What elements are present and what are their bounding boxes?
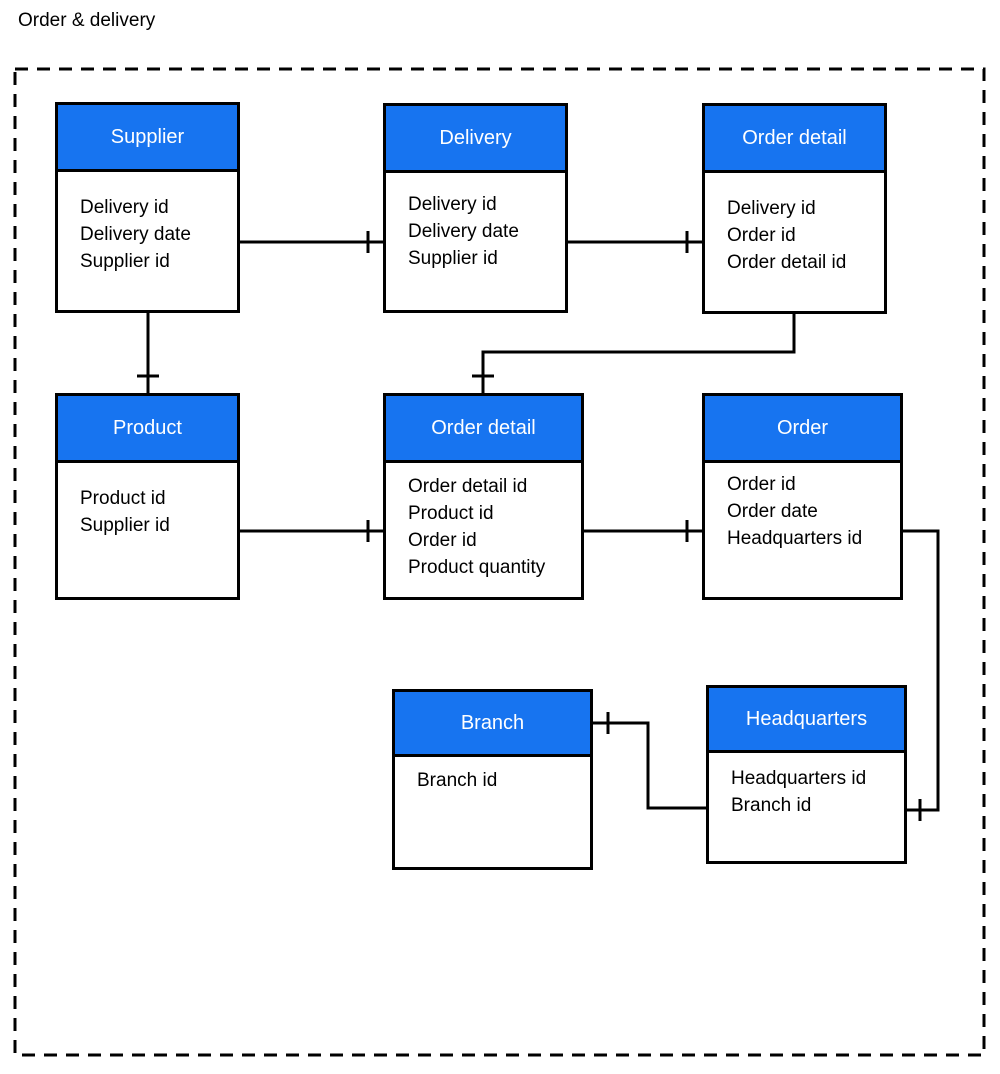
entity-attribute: Order id bbox=[408, 530, 477, 551]
entity-attributes: Product id Supplier id bbox=[58, 463, 237, 539]
connector-branch-to-headquarters[interactable] bbox=[593, 721, 706, 810]
entity-attribute: Order id bbox=[727, 225, 796, 246]
entity-attribute: Branch id bbox=[417, 770, 498, 791]
entity-attribute: Order date bbox=[727, 501, 818, 522]
entity-title: Headquarters bbox=[709, 688, 904, 753]
entity-attribute: Order id bbox=[727, 474, 796, 495]
entity-attributes: Delivery id Order id Order detail id bbox=[705, 173, 884, 276]
entity-title: Product bbox=[58, 396, 237, 463]
entity-attribute: Headquarters id bbox=[727, 528, 863, 549]
entity-attribute: Supplier id bbox=[80, 251, 170, 272]
entity-attribute: Delivery date bbox=[408, 221, 519, 242]
entity-attributes: Order detail id Product id Order id Product… bbox=[386, 463, 581, 581]
entity-attribute: Product id bbox=[80, 488, 166, 509]
entity-attribute: Product id bbox=[408, 503, 494, 524]
entity-attribute: Supplier id bbox=[80, 515, 170, 536]
entity-title: Order detail bbox=[386, 396, 581, 463]
connector-order-detail-1-to-order-detail-2[interactable] bbox=[481, 314, 796, 393]
connector-order-to-headquarters[interactable] bbox=[903, 529, 940, 812]
entity-attribute: Order detail id bbox=[727, 252, 847, 273]
entity-attribute: Delivery id bbox=[727, 198, 816, 219]
entity-title: Order bbox=[705, 396, 900, 463]
entity-attribute: Supplier id bbox=[408, 248, 498, 269]
entity-title: Supplier bbox=[58, 105, 237, 172]
entity-attribute: Delivery id bbox=[80, 197, 169, 218]
entity-attribute: Delivery id bbox=[408, 194, 497, 215]
diagram-title: Order & delivery bbox=[18, 10, 156, 31]
entity-title: Branch bbox=[395, 692, 590, 757]
dashed-boundary bbox=[13, 67, 986, 1057]
entity-attributes: Headquarters id Branch id bbox=[709, 753, 904, 819]
entity-attribute: Branch id bbox=[731, 795, 812, 816]
entity-title: Order detail bbox=[705, 106, 884, 173]
entity-attribute: Headquarters id bbox=[731, 768, 867, 789]
entity-attribute: Delivery date bbox=[80, 224, 191, 245]
entity-title: Delivery bbox=[386, 106, 565, 173]
entity-attribute: Product quantity bbox=[408, 557, 546, 578]
entity-attribute: Order detail id bbox=[408, 476, 528, 497]
entity-attributes: Branch id bbox=[395, 757, 590, 794]
